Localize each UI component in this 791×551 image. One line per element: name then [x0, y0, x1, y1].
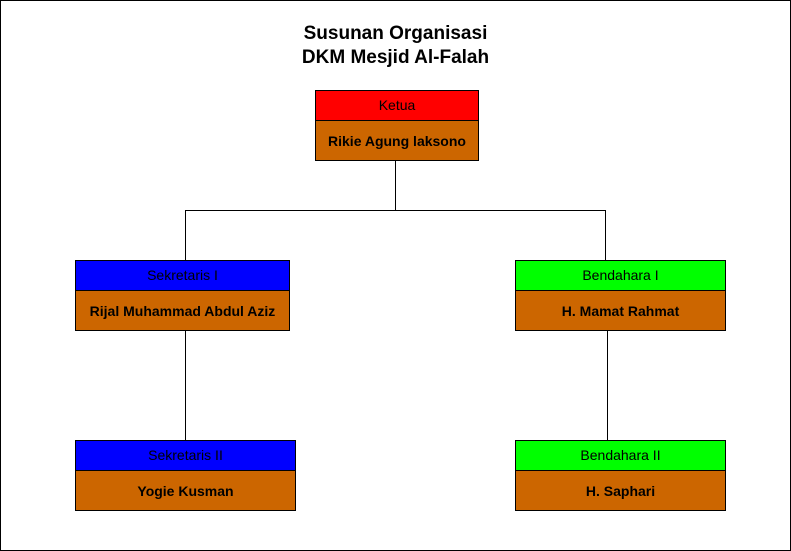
node-bendahara-1: Bendahara I H. Mamat Rahmat [515, 260, 726, 331]
node-sekretaris-2-role: Sekretaris II [76, 441, 295, 471]
node-ketua-role: Ketua [316, 91, 478, 121]
node-ketua: Ketua Rikie Agung laksono [315, 90, 479, 161]
diagram-subtitle: DKM Mesjid Al-Falah [301, 47, 490, 68]
node-sekretaris-2: Sekretaris II Yogie Kusman [75, 440, 296, 511]
node-sekretaris-1: Sekretaris I Rijal Muhammad Abdul Aziz [75, 260, 290, 331]
node-ketua-name: Rikie Agung laksono [316, 121, 478, 160]
node-bendahara-2-role: Bendahara II [516, 441, 725, 471]
node-bendahara-1-name: H. Mamat Rahmat [516, 291, 725, 330]
node-sekretaris-1-role: Sekretaris I [76, 261, 289, 291]
node-bendahara-2: Bendahara II H. Saphari [515, 440, 726, 511]
node-bendahara-1-role: Bendahara I [516, 261, 725, 291]
node-bendahara-2-name: H. Saphari [516, 471, 725, 510]
diagram-title: Susunan Organisasi [303, 23, 488, 44]
node-sekretaris-2-name: Yogie Kusman [76, 471, 295, 510]
node-sekretaris-1-name: Rijal Muhammad Abdul Aziz [76, 291, 289, 330]
